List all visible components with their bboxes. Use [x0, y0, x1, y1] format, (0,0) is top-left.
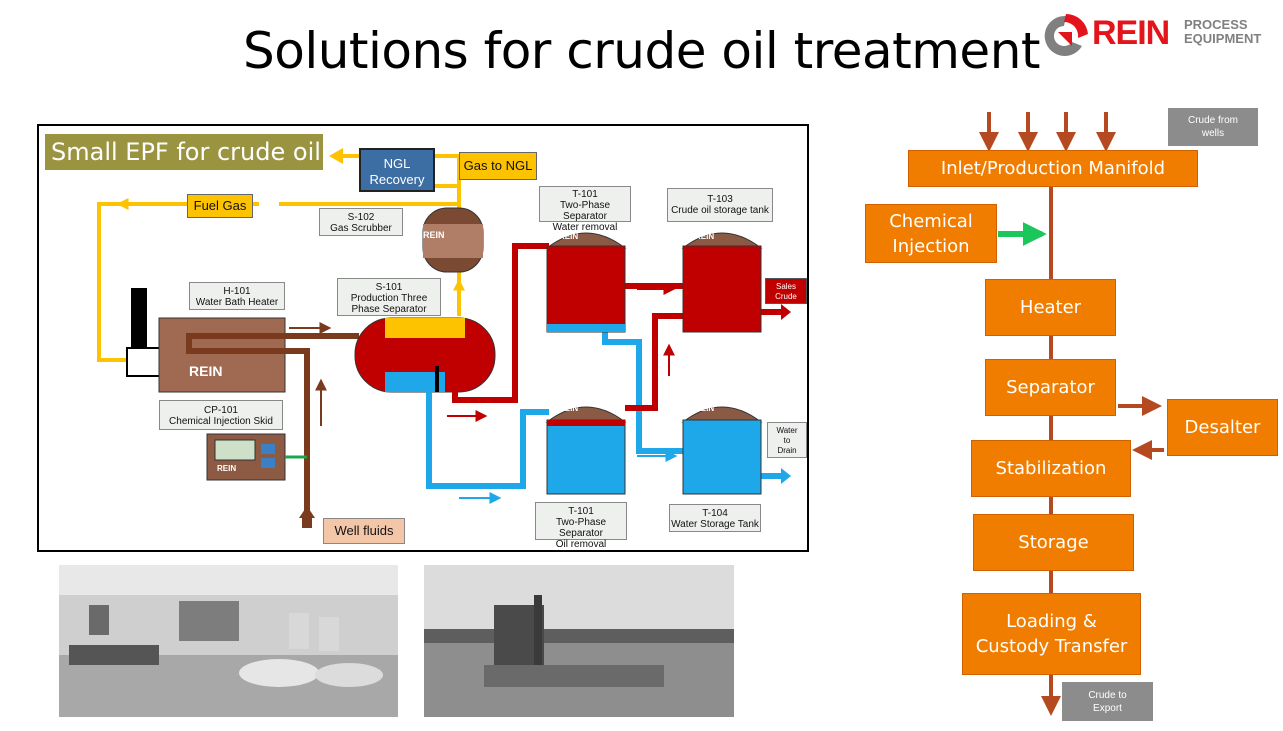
schematic-heading: Small EPF for crude oil: [45, 134, 323, 170]
well-fluid-lines: [186, 333, 359, 516]
page-title: Solutions for crude oil treatment: [242, 22, 1041, 80]
tank-brand-2: REIN: [695, 232, 715, 241]
tank-t103: [681, 232, 763, 333]
manifold-box: Inlet/Production Manifold: [908, 150, 1198, 187]
logo-word: REIN: [1092, 14, 1170, 52]
storage-box: Storage: [973, 514, 1134, 571]
stabilization-box: Stabilization: [971, 440, 1131, 497]
heater-box: Heater: [985, 279, 1116, 336]
plant-photo-1: [59, 565, 398, 717]
skid-brand: REIN: [217, 464, 237, 473]
rein-logo-icon: [1044, 13, 1088, 56]
desalter-box: Desalter: [1167, 399, 1278, 456]
schematic-drawing: REIN: [97, 148, 791, 528]
tank-t104: [681, 406, 763, 495]
loading-custody-transfer-box: Loading &Custody Transfer: [962, 593, 1141, 675]
separator-box: Separator: [985, 359, 1116, 416]
tank-brand-1: REIN: [559, 232, 579, 241]
gas-to-ngl-label: Gas to NGL: [459, 152, 537, 180]
tank-t101b: [545, 406, 627, 495]
scrubber-brand: REIN: [423, 230, 445, 240]
svg-text:REIN: REIN: [189, 363, 222, 379]
tank-t101a: [545, 232, 627, 333]
well-fluids-label: Well fluids: [323, 518, 405, 544]
epf-schematic: REIN: [37, 124, 809, 552]
tank-brand-4: REIN: [695, 404, 715, 413]
plant-photo-2: [424, 565, 734, 717]
fuel-gas-label: Fuel Gas: [187, 194, 253, 218]
tank-brand-3: REIN: [559, 404, 579, 413]
